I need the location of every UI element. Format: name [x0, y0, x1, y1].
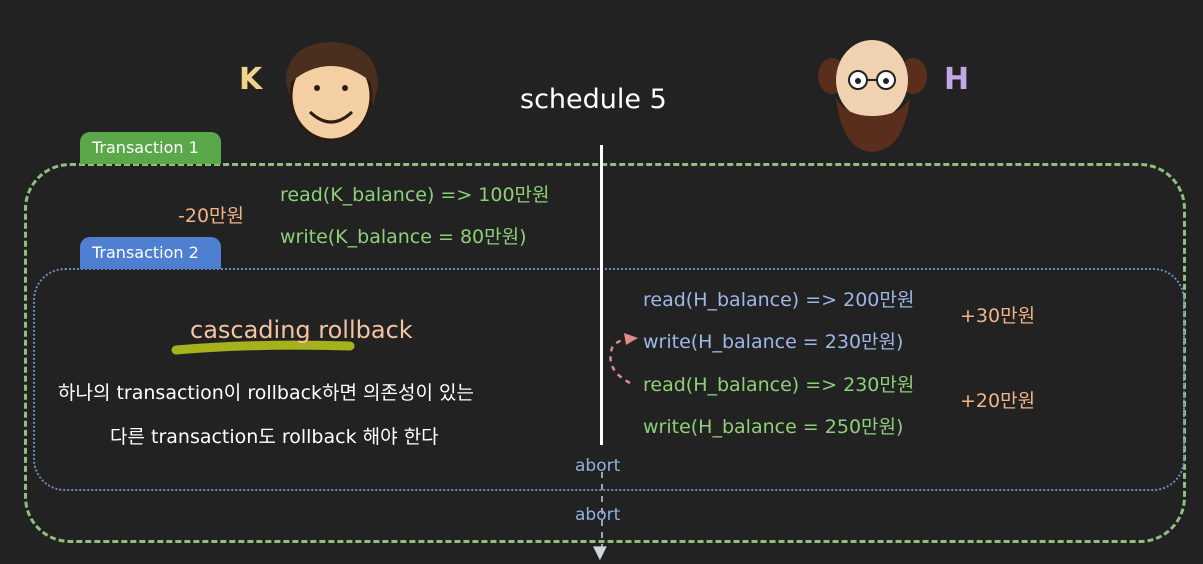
transaction-2-tab: Transaction 2 — [80, 237, 221, 269]
highlight-stroke — [171, 340, 355, 355]
abort-transaction-2: abort — [575, 456, 621, 476]
timeline-arrow-icon: ▼ — [593, 542, 607, 563]
cascading-rollback-heading: cascading rollback — [190, 316, 413, 344]
h-label: H — [944, 62, 970, 97]
timeline-divider — [600, 145, 603, 445]
cascading-description-line-2: 다른 transaction도 rollback 해야 한다 — [110, 426, 439, 448]
k-read: read(K_balance) => 100만원 — [280, 184, 550, 206]
h-read-2: read(H_balance) => 230만원 — [643, 374, 915, 396]
h-change-plus20: +20만원 — [960, 390, 1036, 412]
transaction-2-region — [33, 268, 1185, 491]
dependency-arrow — [609, 336, 633, 385]
dependency-arrowhead — [624, 333, 638, 345]
h-read-1: read(H_balance) => 200만원 — [643, 289, 915, 311]
k-label: K — [239, 62, 263, 97]
h-change-plus30: +30만원 — [960, 305, 1036, 327]
schedule-title: schedule 5 — [520, 84, 667, 115]
k-avatar — [286, 42, 378, 142]
abort-transaction-1: abort — [575, 505, 621, 525]
cascading-description-line-1: 하나의 transaction이 rollback하면 의존성이 있는 — [58, 382, 474, 404]
h-write-2: write(H_balance = 250만원) — [643, 416, 904, 438]
h-avatar — [818, 40, 927, 152]
k-change: -20만원 — [178, 205, 244, 227]
k-write: write(K_balance = 80만원) — [280, 226, 527, 248]
transaction-1-tab: Transaction 1 — [80, 132, 221, 164]
h-write-1: write(H_balance = 230만원) — [643, 331, 904, 353]
timeline-continuation — [601, 472, 603, 554]
